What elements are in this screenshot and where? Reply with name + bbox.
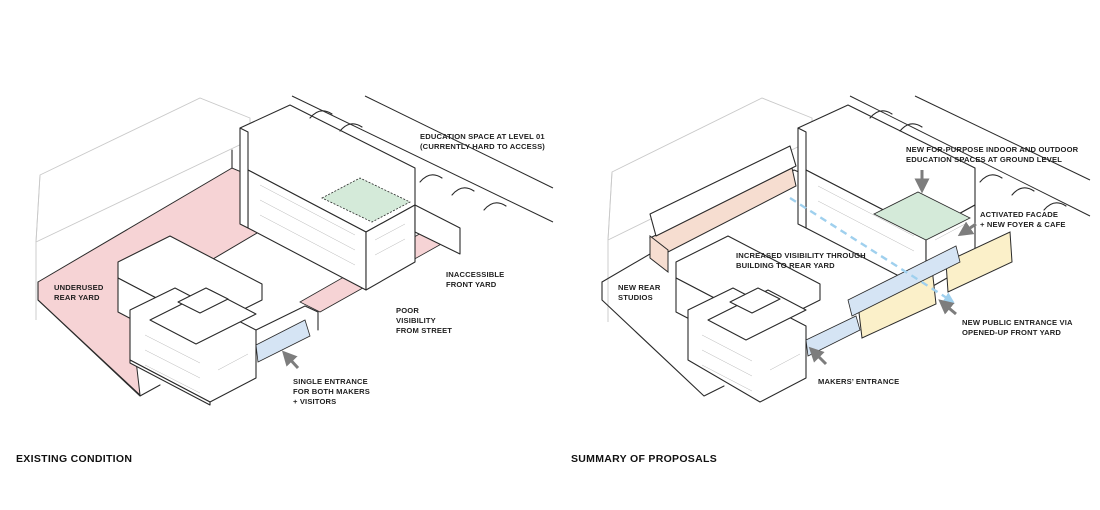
new-education-spaces-label: NEW FOR-PURPOSE INDOOR AND OUTDOOR EDUCA… xyxy=(906,145,1081,164)
arrow-icon xyxy=(944,304,956,314)
education-space-label: EDUCATION SPACE AT LEVEL 01 (CURRENTLY H… xyxy=(420,132,547,151)
summary-of-proposals-panel: NEW FOR-PURPOSE INDOOR AND OUTDOOR EDUCA… xyxy=(571,96,1090,465)
makers-entrance-zone xyxy=(806,316,860,356)
arrow-icon xyxy=(814,352,826,364)
increased-visibility-label: INCREASED VISIBILITY THROUGH BUILDING TO… xyxy=(736,251,868,270)
inaccessible-front-yard-label: INACCESSIBLE FRONT YARD xyxy=(446,270,507,289)
poor-visibility-label: POOR VISIBILITY FROM STREET xyxy=(396,306,452,335)
underused-rear-yard-label: UNDERUSED REAR YARD xyxy=(54,283,106,302)
existing-condition-caption: EXISTING CONDITION xyxy=(16,453,132,465)
makers-entrance-label: MAKERS’ ENTRANCE xyxy=(818,377,899,386)
new-rear-studios-label: NEW REAR STUDIOS xyxy=(618,283,663,302)
summary-of-proposals-caption: SUMMARY OF PROPOSALS xyxy=(571,453,717,465)
single-entrance-label: SINGLE ENTRANCE FOR BOTH MAKERS + VISITO… xyxy=(293,377,372,406)
activated-facade-label: ACTIVATED FACADE + NEW FOYER & CAFE xyxy=(980,210,1066,229)
new-public-entrance-label: NEW PUBLIC ENTRANCE VIA OPENED-UP FRONT … xyxy=(962,318,1075,337)
front-block-existing xyxy=(118,236,262,405)
arrow-icon xyxy=(287,356,298,368)
existing-condition-panel: EDUCATION SPACE AT LEVEL 01 (CURRENTLY H… xyxy=(16,96,553,465)
